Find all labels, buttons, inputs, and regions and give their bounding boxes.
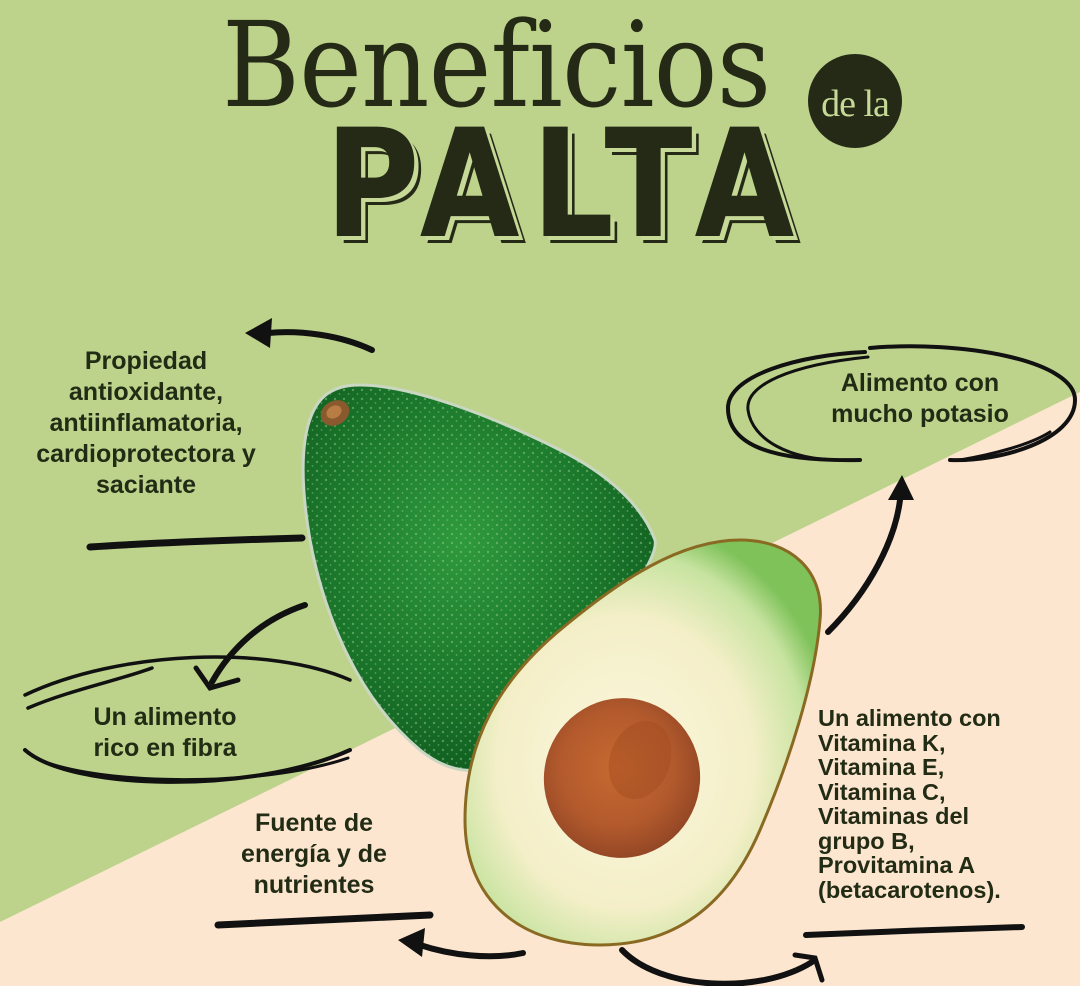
- title-badge-de-la: de la: [808, 54, 902, 148]
- title-beneficios: Beneficios: [222, 0, 771, 134]
- underline-energy: [214, 911, 434, 929]
- underline-antioxidant: [86, 534, 306, 551]
- circle-fiber: [23, 655, 352, 784]
- circle-potassium: [725, 344, 1078, 463]
- arrow-icon-fiber: [193, 602, 308, 691]
- title-palta: PALTA: [325, 98, 807, 272]
- benefit-energy: Fuente de energía y de nutrientes: [241, 809, 387, 899]
- arrow-icon-potassium: [825, 475, 914, 635]
- arrow-icon-antioxidant: [245, 318, 375, 353]
- avocado-seed: [543, 698, 701, 858]
- half-avocado: [463, 538, 822, 947]
- underline-vitamins: [803, 924, 1025, 938]
- arrow-icon-energy: [398, 928, 526, 960]
- benefit-antioxidant: Propiedad antioxidante, antiinflamatoria…: [36, 347, 256, 499]
- benefit-potassium: Alimento con mucho potasio: [831, 369, 1009, 428]
- benefit-fiber: Un alimento rico en fibra: [93, 703, 237, 762]
- arrow-icon-vitamins: [619, 947, 825, 986]
- benefit-vitamins: Un alimento con Vitamina K, Vitamina E, …: [818, 705, 1001, 903]
